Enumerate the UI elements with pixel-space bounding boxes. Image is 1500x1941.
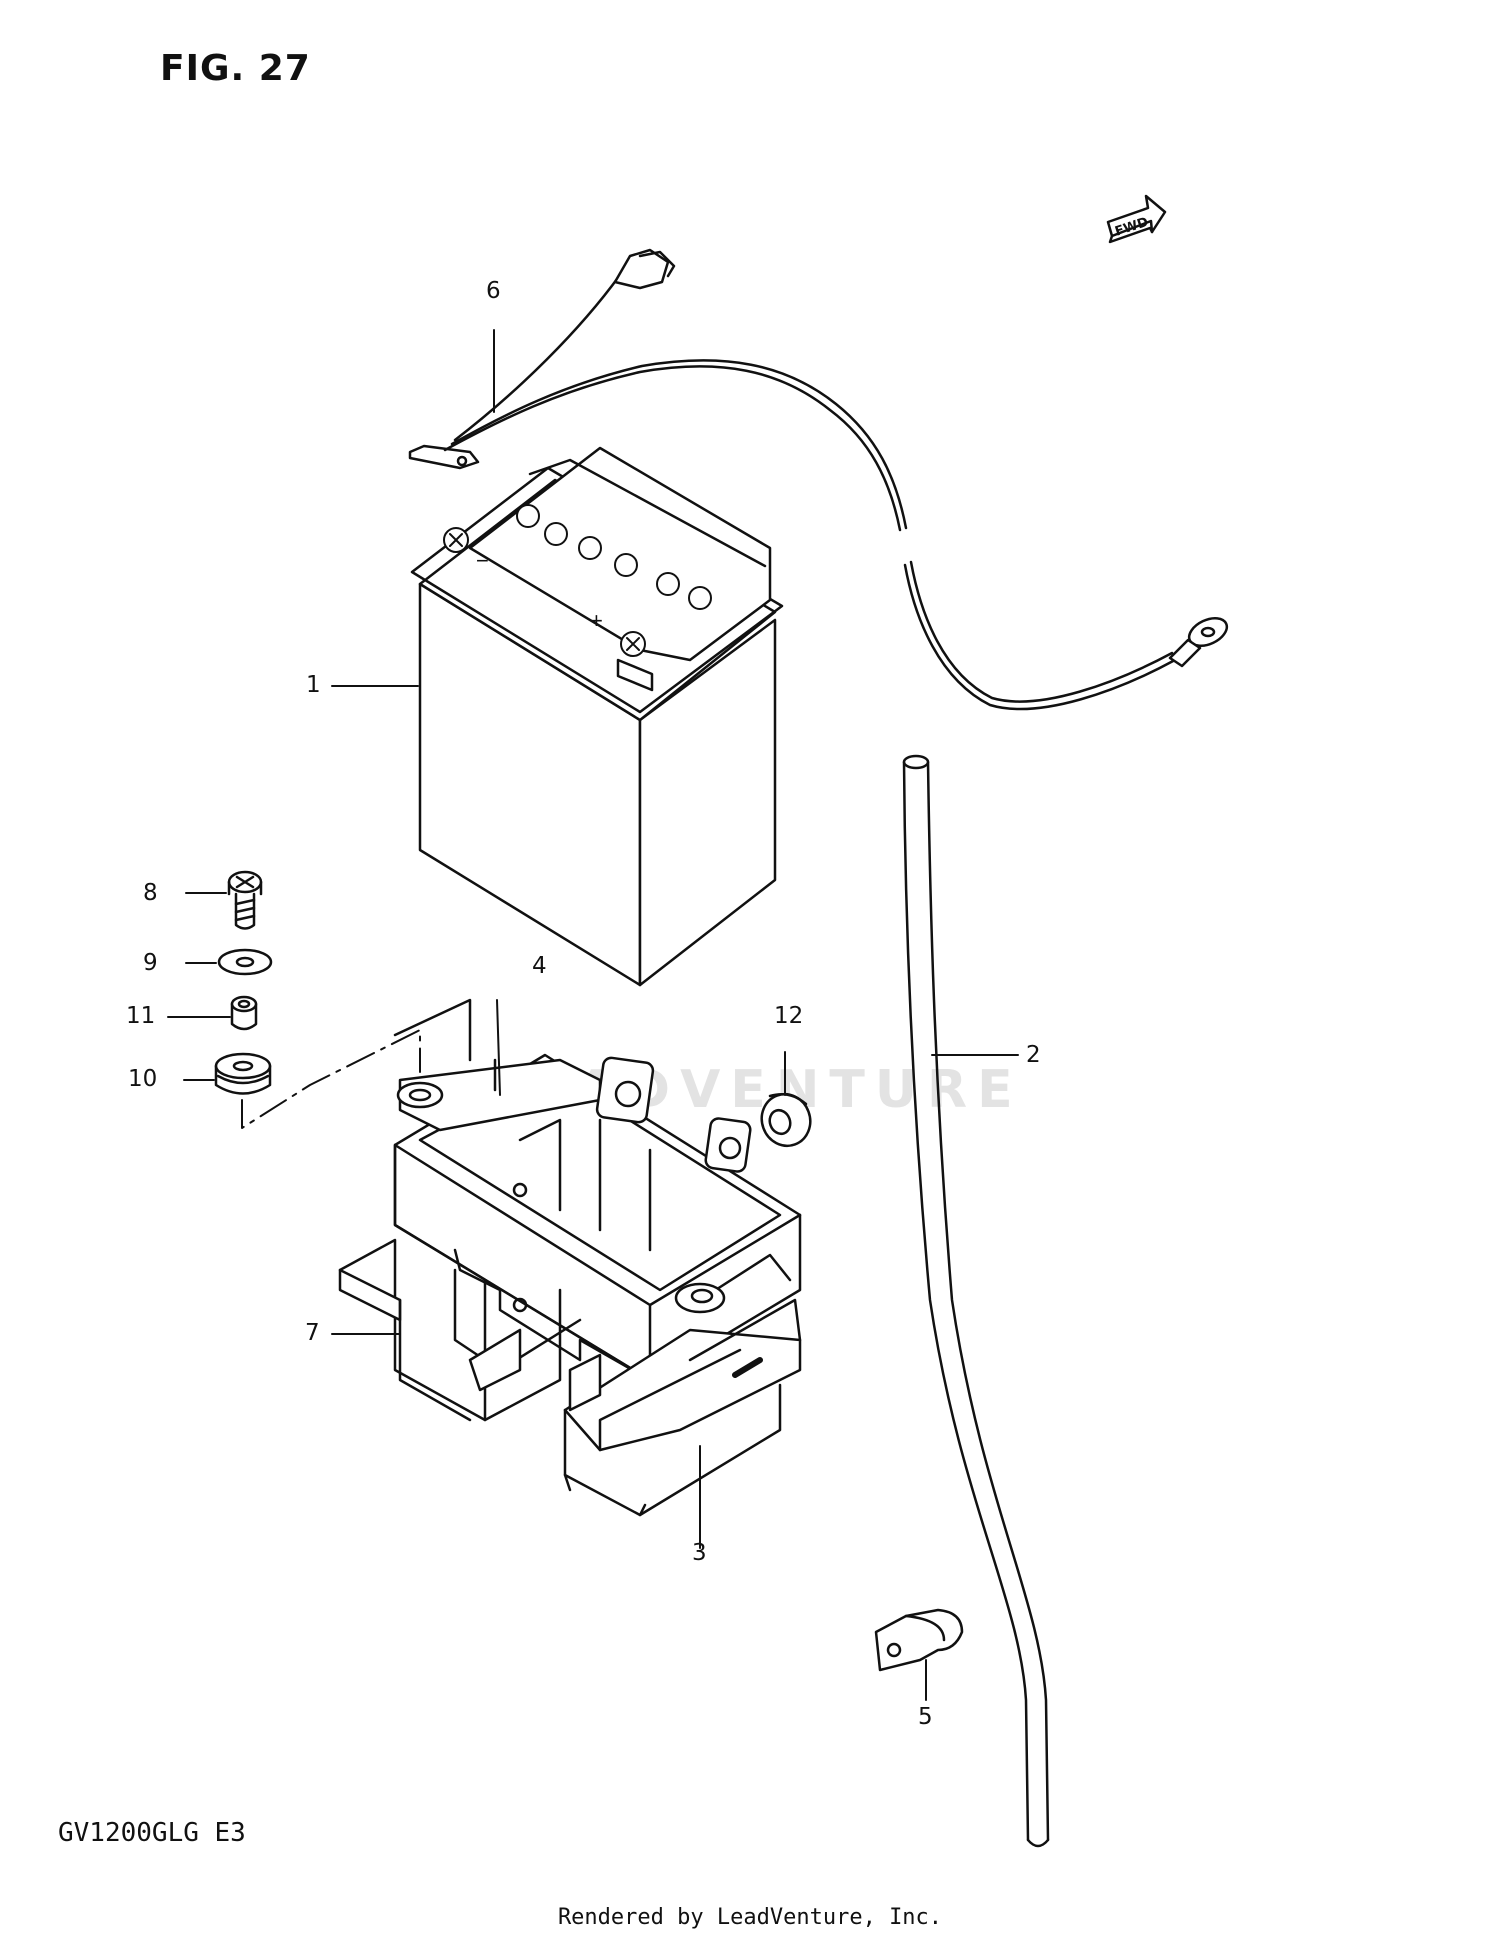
callout-11: 11 xyxy=(126,1003,156,1029)
callout-9: 9 xyxy=(143,950,158,976)
part-9-washer xyxy=(217,948,273,976)
callout-12: 12 xyxy=(774,1003,804,1029)
callout-10: 10 xyxy=(128,1066,158,1092)
callout-5: 5 xyxy=(918,1704,933,1730)
part-6-lead-wire xyxy=(408,248,1229,711)
part-11-collar xyxy=(230,995,258,1031)
figure-title: FIG. 27 xyxy=(160,48,311,89)
callout-6: 6 xyxy=(486,278,501,304)
dash-leader xyxy=(241,1029,421,1129)
battery-minus-mark: − xyxy=(476,548,489,573)
footer-credit: Rendered by LeadVenture, Inc. xyxy=(557,1905,943,1930)
callout-1: 1 xyxy=(306,672,321,698)
fwd-arrow-icon: FWD xyxy=(1106,194,1167,244)
callout-4: 4 xyxy=(532,953,547,979)
callout-2: 2 xyxy=(1026,1042,1041,1068)
part-5-clamp xyxy=(874,1608,964,1672)
callout-7: 7 xyxy=(305,1320,320,1346)
part-2-breather-tube xyxy=(902,754,1050,1848)
model-code: GV1200GLG E3 xyxy=(58,1818,246,1848)
part-10-cushion xyxy=(214,1052,272,1095)
part-8-bolt xyxy=(227,870,263,930)
leader-lines xyxy=(167,329,1019,1701)
part-1-battery: − + xyxy=(410,446,784,987)
part-3-battery-holder xyxy=(453,1248,802,1517)
battery-plus-mark: + xyxy=(590,608,603,633)
callout-3: 3 xyxy=(692,1540,707,1566)
part-12-grommet xyxy=(760,1092,812,1148)
callout-8: 8 xyxy=(143,880,158,906)
